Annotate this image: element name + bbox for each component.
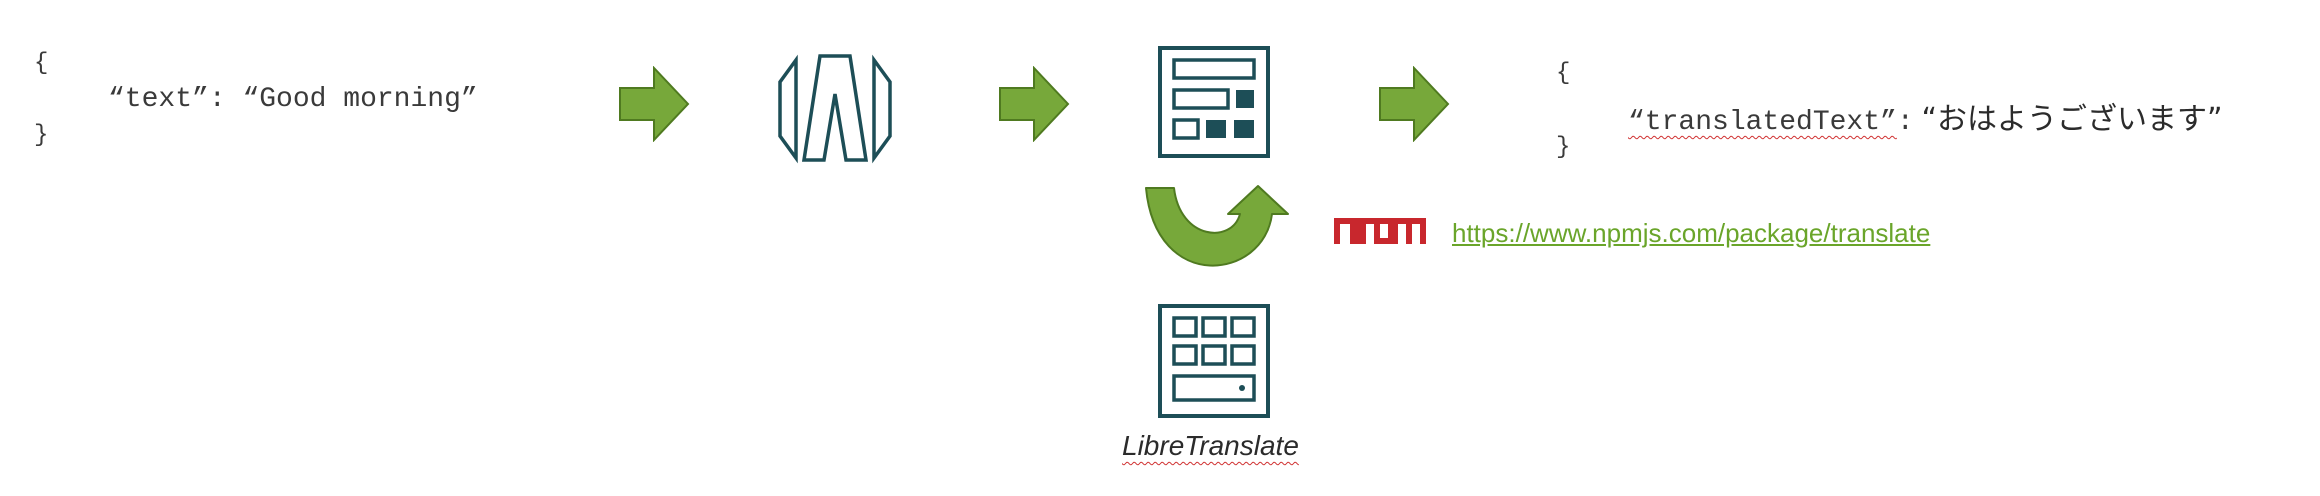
request-key: “text”: [108, 84, 209, 115]
function-server-icon: [1158, 46, 1270, 158]
request-open-brace: {: [34, 50, 49, 77]
npm-logo-icon: [1334, 218, 1426, 250]
request-colon: :: [208, 84, 226, 115]
response-colon: :: [1896, 107, 1914, 138]
right-arrow-icon: [1379, 66, 1450, 142]
right-arrow-icon: [619, 66, 690, 142]
npm-logo: npm: [1334, 218, 1426, 250]
response-json-line: “translatedText”: “おはようございます”: [1628, 94, 2223, 138]
response-key: “translatedText”: [1628, 107, 1897, 138]
translate-server-icon: [1158, 304, 1270, 418]
right-arrow-icon: [999, 66, 1070, 142]
response-value: “おはようございます”: [1921, 102, 2223, 137]
service-caption: LibreTranslate: [1122, 430, 1299, 461]
request-close-brace: }: [34, 122, 49, 149]
npm-package-link[interactable]: https://www.npmjs.com/package/translate: [1452, 218, 1931, 248]
response-open-brace: {: [1556, 60, 1571, 87]
curved-arrow-icon: [1145, 185, 1289, 267]
response-close-brace: }: [1556, 134, 1571, 161]
request-json-line: “text”: “Good morning”: [108, 84, 478, 115]
api-gateway-icon: [778, 54, 892, 164]
request-value: “Good morning”: [242, 84, 478, 115]
